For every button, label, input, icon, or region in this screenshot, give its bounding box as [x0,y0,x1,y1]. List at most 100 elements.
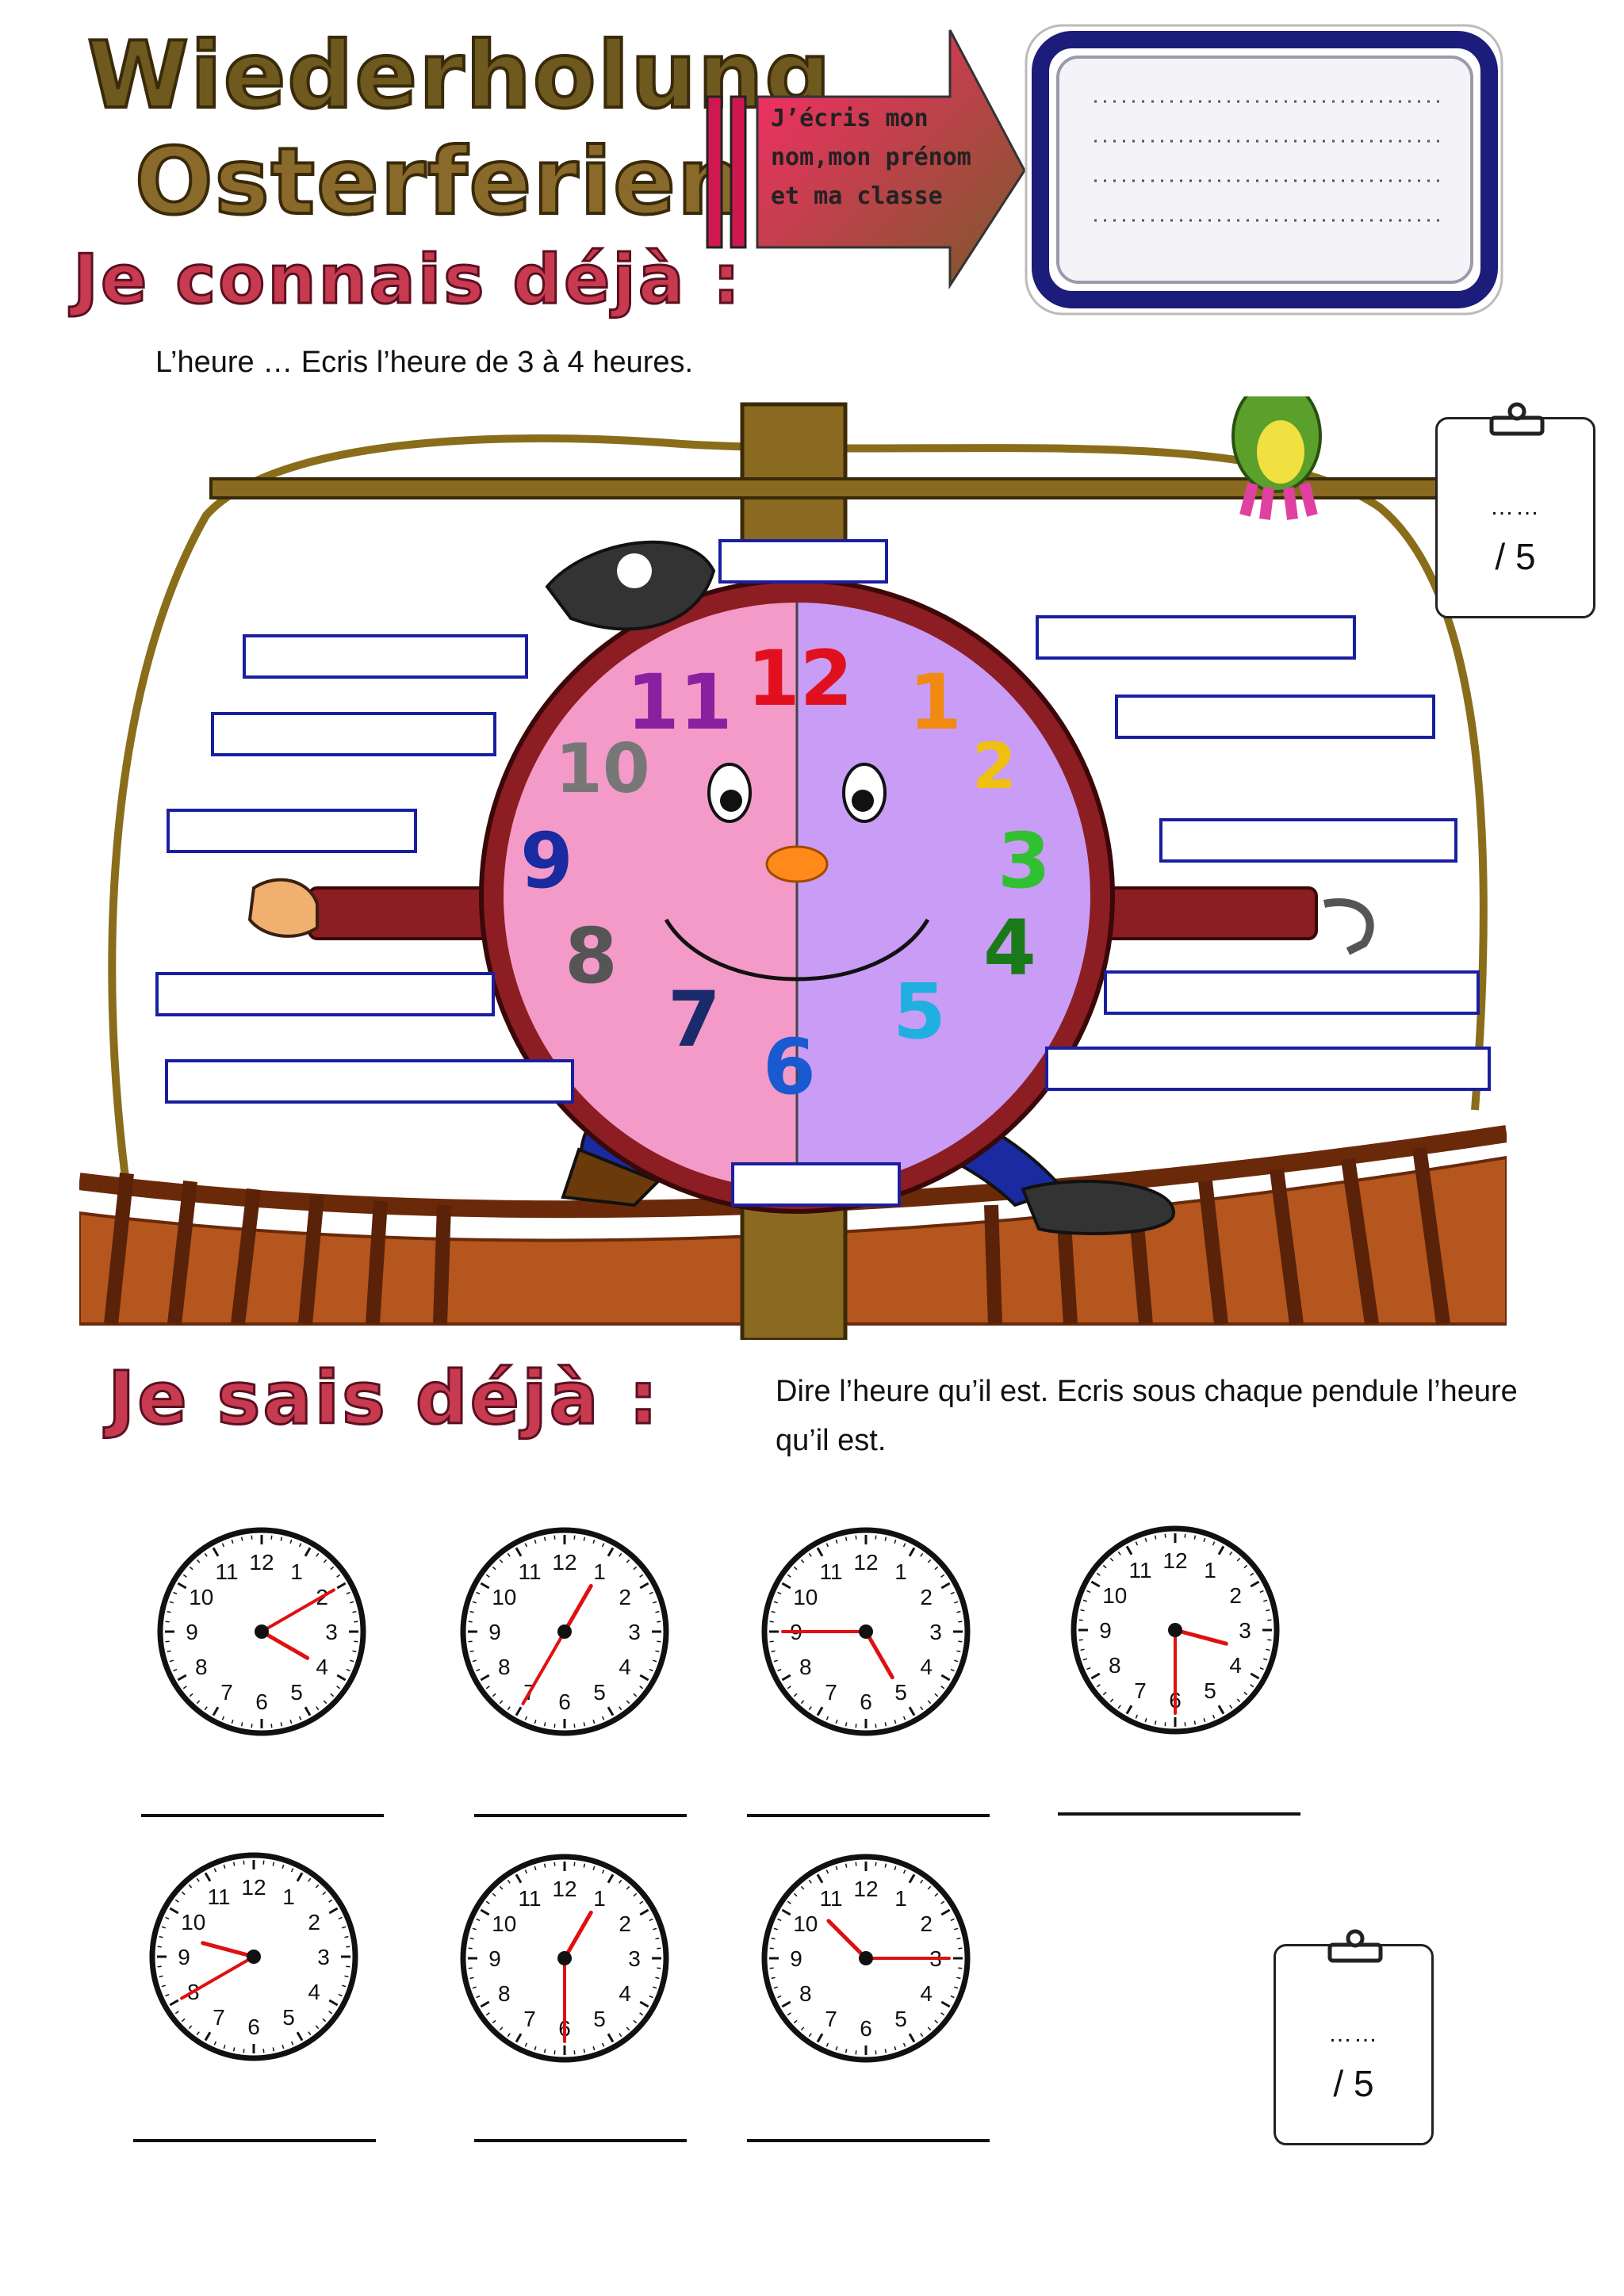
clock-tick [787,1900,791,1904]
clock-tick [524,1869,528,1874]
clock-tick [346,1946,350,1948]
clock-tick [927,1885,932,1890]
clock-tick [1193,1720,1197,1725]
answer-box-2[interactable] [1115,695,1435,739]
clock-number: 11 [819,1886,842,1911]
clock-tick [1090,1672,1101,1680]
clock-number: 8 [195,1655,208,1679]
answer-box-7[interactable] [165,1059,574,1104]
clock-tick [769,1967,774,1969]
answer-line-4[interactable] [1058,1812,1300,1816]
answer-box-4[interactable] [1104,970,1480,1015]
clock-tick [1086,1667,1091,1670]
answer-box-12[interactable] [718,539,888,584]
clock-number: 11 [518,1886,541,1911]
clock-tick [934,2019,939,2024]
clock-tick [189,1566,193,1571]
answer-box-10[interactable] [211,712,496,756]
clock-number: 1 [593,1559,606,1584]
answer-line-5[interactable] [133,2139,376,2142]
clock-tick [884,1722,887,1727]
clock-tick [346,1965,350,1968]
clock-tick [485,1574,490,1578]
clock-tick [835,2046,838,2051]
big-clock-number-11: 11 [626,658,733,747]
clock-tick [173,1591,178,1595]
answer-box-6[interactable] [731,1162,901,1207]
clock-number: 5 [894,1680,907,1705]
section1-instruction: L’heure … Ecris l’heure de 3 à 4 heures. [155,346,694,379]
clock-tick [927,2026,932,2031]
answer-line-2[interactable] [474,1814,687,1817]
clock-tick [492,1892,496,1897]
clock-number: 5 [1204,1678,1216,1703]
clock-tick [472,1927,477,1931]
clock-tick [507,1879,511,1884]
answer-box-8[interactable] [155,972,495,1016]
clock-number: 9 [178,1945,190,1969]
clock-tick [800,1885,805,1890]
clock-tick [304,1547,312,1557]
clock-tick [845,2049,848,2053]
clock-tick [940,1582,951,1590]
clock-tick [875,1535,877,1540]
clock-number: 9 [1099,1618,1112,1643]
clock-number: 4 [619,1655,631,1679]
clock-tick [1078,1619,1083,1621]
answer-box-9[interactable] [167,809,417,853]
answer-box-1[interactable] [1036,615,1356,660]
clock-tick [553,1535,556,1540]
clock-tick [655,1610,660,1613]
clock-tick [1266,1648,1270,1651]
clock-tick [240,1722,243,1727]
clock-tick [773,1927,778,1931]
clock-tick [342,1984,347,1988]
clock-number: 7 [825,1680,837,1705]
clock-number: 6 [860,2016,872,2041]
clock-tick [592,1866,596,1870]
clock-number: 5 [593,2007,606,2031]
clock-tick [808,1879,812,1884]
answer-box-5[interactable] [1045,1047,1491,1091]
clock-tick [927,1559,932,1563]
clock-tick [1090,1580,1101,1588]
clock-tick [468,1621,473,1623]
clock-tick [338,1916,343,1920]
clock-number: 7 [1134,1678,1147,1703]
answer-line-1[interactable] [141,1814,384,1817]
clock-tick [169,1907,179,1915]
clock-number: 4 [1229,1653,1242,1678]
clock-tick [908,1873,916,1884]
clock-tick [1212,1714,1216,1719]
clock-tick [308,1877,312,1882]
clock-tick [182,1686,187,1689]
name-card[interactable] [1023,22,1505,317]
clock-tick [524,1543,528,1548]
clock-number: 1 [1204,1558,1216,1582]
clock-number: 1 [290,1559,303,1584]
clock-number: 2 [920,1585,933,1609]
clock-tick [633,1693,638,1697]
answer-line-7[interactable] [747,2139,990,2142]
title-line-2: Osterferien [133,128,745,235]
clock-tick [934,1693,939,1697]
clock-tick [280,1536,283,1541]
clock-tick [771,1976,776,1980]
answer-box-3[interactable] [1159,818,1457,863]
clock-tick [480,1674,490,1682]
clock-tick [1102,1564,1107,1569]
answer-box-11[interactable] [243,634,528,679]
clock-tick [346,1591,350,1595]
answer-line-3[interactable] [747,1814,990,1817]
clock-tick [639,2012,644,2016]
answer-line-6[interactable] [474,2139,687,2142]
clock-tick [315,2025,320,2030]
clock-tick [1109,1557,1114,1562]
clock-tick [633,2019,638,2024]
clock-tick [1144,1537,1147,1542]
clock-tick [657,1967,661,1969]
clock-number: 2 [1229,1583,1242,1608]
clock-tick [835,1866,838,1870]
